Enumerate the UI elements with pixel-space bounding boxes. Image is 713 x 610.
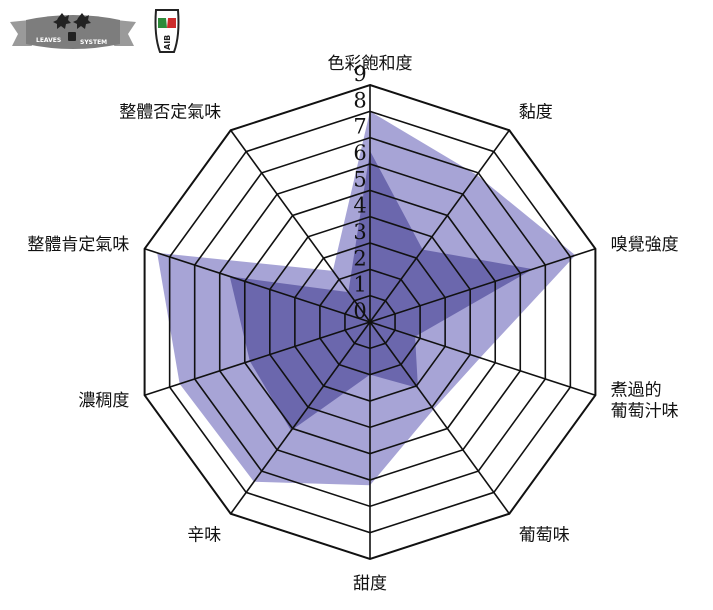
axis-label-2: 黏度 (519, 102, 553, 122)
tick-label-2: 2 (353, 246, 366, 270)
grid-layer (143, 83, 597, 561)
glass-badge-icon (68, 32, 76, 41)
tick-layer: 01 234 567 89 (353, 62, 366, 323)
grape-leaf-icon-right (73, 13, 91, 29)
aib-text: AIB (163, 35, 172, 50)
grape-leaf-icon-left (53, 13, 71, 29)
axis-label-9: 整體肯定氣味 (27, 235, 129, 255)
axis-spoke-8 (144, 321, 371, 396)
tick-label-6: 6 (353, 141, 366, 165)
tick-label-4: 4 (353, 194, 366, 218)
axis-spoke-4 (369, 321, 596, 396)
axis-label-1: 色彩飽和度 (328, 54, 413, 74)
axis-label-10: 整體否定氣味 (119, 102, 221, 122)
axis-spoke-5 (369, 321, 510, 515)
logo-left-word: LEAVES (36, 37, 61, 44)
leaves-system-logo: LEAVES SYSTEM (10, 13, 136, 49)
aib-glass-logo: AIB (154, 9, 180, 53)
axis-label-7: 辛味 (187, 526, 221, 546)
tick-label-1: 1 (353, 273, 366, 297)
axis-label-5: 葡萄味 (519, 526, 570, 546)
tick-label-9: 9 (353, 62, 366, 86)
tick-label-0: 0 (353, 299, 366, 323)
axis-spoke-10 (230, 129, 371, 323)
tick-label-3: 3 (353, 220, 366, 244)
axis-label-3: 嗅覺強度 (611, 235, 679, 255)
axis-label-8: 濃稠度 (78, 391, 129, 411)
axis-spoke-2 (369, 129, 510, 323)
axis-label-6: 甜度 (353, 574, 387, 594)
flag-red-stripe (167, 18, 176, 28)
axis-spoke-7 (230, 321, 371, 515)
tick-label-5: 5 (353, 167, 366, 191)
logo-right-word: SYSTEM (80, 39, 107, 46)
tick-label-8: 8 (353, 88, 366, 112)
axis-label-4: 煮過的葡萄汁味 (611, 381, 679, 422)
tick-label-7: 7 (353, 115, 366, 139)
axis-spoke-9 (144, 248, 371, 323)
flag-green-stripe (158, 18, 167, 28)
axis-spoke-3 (369, 248, 596, 323)
